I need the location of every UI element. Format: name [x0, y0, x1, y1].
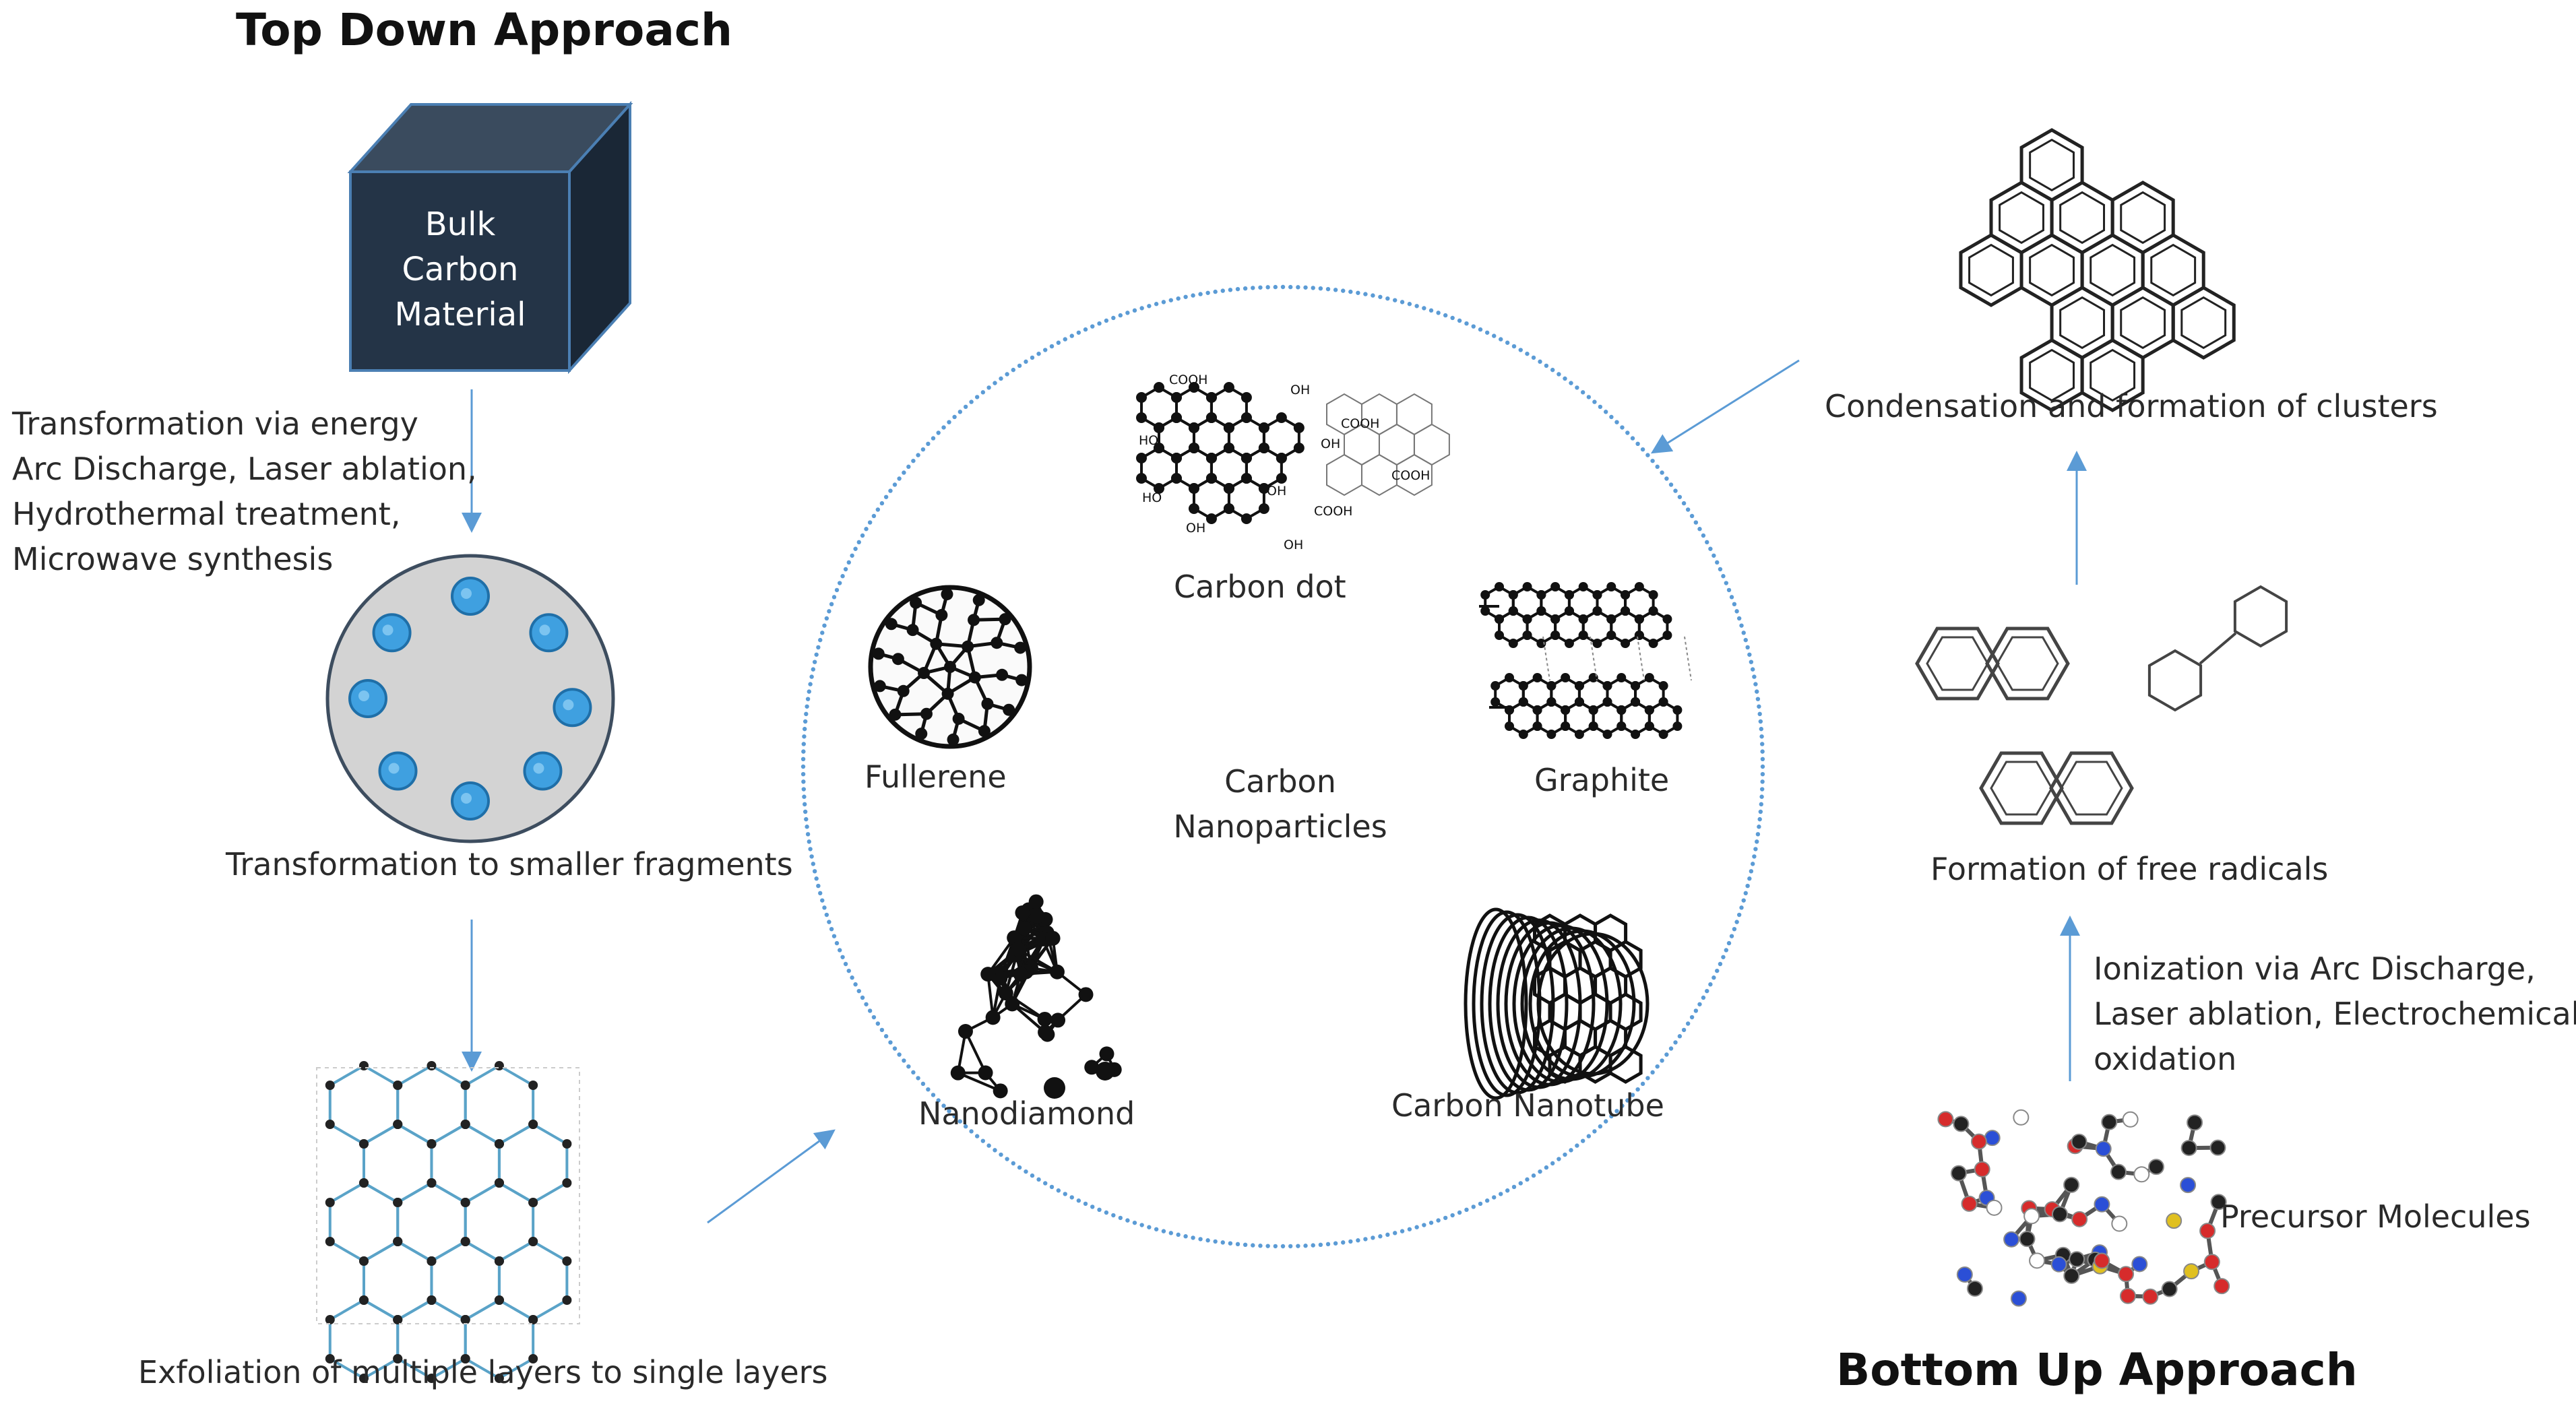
fragments-label: Transformation to smaller fragments	[226, 846, 793, 882]
functional-group-label: OH	[1186, 521, 1205, 536]
functional-group-label: OH	[1290, 383, 1310, 397]
graphite-label: Graphite	[1534, 762, 1670, 798]
bulk-carbon-cube	[347, 100, 633, 375]
energy-transformation-label: Transformation via energy Arc Discharge,…	[12, 406, 477, 577]
carbon-cluster-icon	[1959, 128, 2236, 412]
exfoliation-label: Exfoliation of multiple layers to single…	[138, 1354, 828, 1390]
fullerene-icon	[868, 585, 1032, 749]
functional-group-label: OH	[1284, 538, 1303, 552]
functional-group-label: HO	[1139, 433, 1158, 448]
ionization-label: Ionization via Arc Discharge, Laser abla…	[2094, 951, 2576, 1077]
arrow-clusters-to-nanoparticles	[1650, 359, 1800, 454]
functional-group-label: OH	[1321, 437, 1340, 451]
carbon-nanotube-icon	[1464, 907, 1650, 1100]
precursor-molecules-icon	[1937, 1109, 2230, 1307]
arrow-sheet-to-nanoparticles	[707, 1129, 836, 1224]
nanodiamond-icon	[950, 894, 1122, 1099]
precursor-label: Precursor Molecules	[2220, 1198, 2531, 1235]
fullerene-label: Fullerene	[865, 759, 1007, 795]
graphite-icon	[1479, 582, 1692, 739]
top-down-title: Top Down Approach	[236, 4, 732, 56]
carbon-dot-label: Carbon dot	[1174, 569, 1346, 605]
condensation-label: Condensation and formation of clusters	[1825, 388, 2438, 424]
bottom-up-title: Bottom Up Approach	[1836, 1344, 2358, 1396]
functional-group-label: COOH	[1391, 468, 1430, 483]
carbon-nanoparticles-label: Carbon Nanoparticles	[1173, 763, 1387, 845]
nanoparticles-dotted-circle	[800, 284, 1765, 1249]
functional-group-label: COOH	[1169, 373, 1207, 387]
single-layer-sheet-icon	[316, 1061, 580, 1383]
nanodiamond-label: Nanodiamond	[918, 1095, 1135, 1132]
fragments-disc	[325, 554, 615, 843]
carbon-nanotube-label: Carbon Nanotube	[1391, 1087, 1664, 1124]
functional-group-label: HO	[1142, 490, 1162, 505]
free-radicals-icon	[1915, 585, 2288, 825]
functional-group-label: OH	[1267, 484, 1286, 499]
functional-group-label: COOH	[1314, 504, 1352, 519]
bulk-carbon-label: Bulk Carbon Material	[394, 205, 526, 333]
functional-group-label: COOH	[1341, 416, 1379, 431]
free-radicals-label: Formation of free radicals	[1930, 851, 2329, 887]
